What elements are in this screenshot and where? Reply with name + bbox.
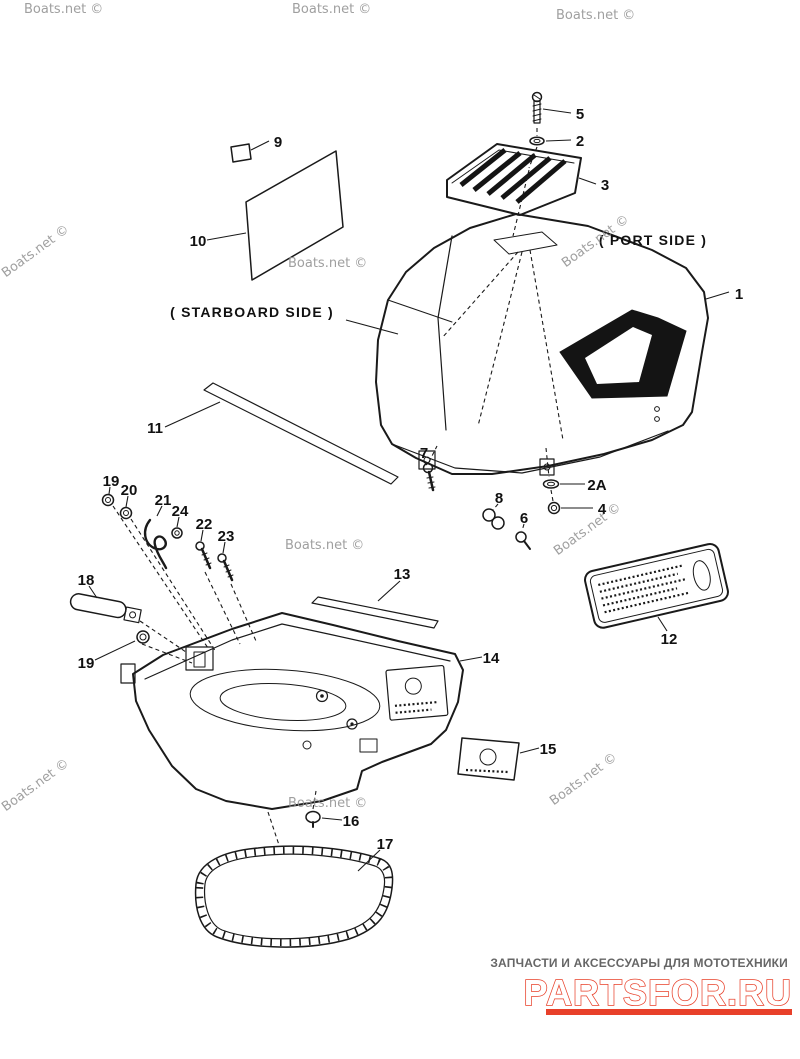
part-callout-22: 22 — [196, 516, 213, 533]
part-callout-12: 12 — [661, 631, 678, 648]
hook-21 — [143, 518, 168, 570]
handle-18 — [69, 593, 142, 624]
part-callout-17: 17 — [377, 836, 394, 853]
part-callout-13: 13 — [394, 566, 411, 583]
washer-2a — [542, 479, 560, 489]
nut-24 — [171, 527, 183, 539]
part-callout-4: 4 — [598, 501, 607, 518]
grommet-8 — [482, 508, 505, 530]
nut-19-lower — [136, 630, 150, 644]
nut-20 — [119, 506, 133, 520]
part-callouts: 1 2 2A 3 4 5 6 7 8 9 10 11 12 13 14 15 1… — [78, 106, 744, 853]
decal-strip-11 — [203, 382, 399, 485]
part-callout-16: 16 — [343, 813, 360, 830]
part-callout-9: 9 — [274, 134, 282, 151]
part-callout-11: 11 — [147, 420, 163, 437]
part-callout-23: 23 — [218, 528, 235, 545]
screw-5 — [531, 91, 543, 124]
plate-15 — [457, 737, 520, 781]
part-callout-15: 15 — [540, 741, 557, 758]
spec-decal-12 — [584, 543, 729, 629]
part-callout-24: 24 — [172, 503, 189, 520]
part-callout-5: 5 — [576, 106, 584, 123]
port-side-label: ( PORT SIDE ) — [599, 232, 707, 248]
partsfor-logo-text: PARTSFOR.RU — [524, 974, 792, 1013]
nut-4 — [547, 501, 561, 515]
part-callout-10: 10 — [190, 233, 207, 250]
partsfor-logo-underline — [546, 1009, 792, 1015]
decal-10 — [245, 150, 344, 281]
part-callout-1: 1 — [735, 286, 743, 303]
clip-6 — [515, 531, 531, 550]
assembly-dashed-lines — [112, 128, 564, 846]
starboard-side-label: ( STARBOARD SIDE ) — [170, 304, 334, 320]
bolt-7 — [422, 462, 436, 492]
part-callout-19-upper: 19 — [103, 473, 120, 490]
nut-19-upper — [101, 493, 115, 507]
part-callout-3: 3 — [601, 177, 609, 194]
part-callout-2: 2 — [576, 133, 584, 150]
part-callout-19-lower: 19 — [78, 655, 95, 672]
footer-tagline: ЗАПЧАСТИ И АКСЕССУАРЫ ДЛЯ МОТОТЕХНИКИ — [490, 956, 788, 970]
part-callout-18: 18 — [78, 572, 95, 589]
part-callout-20: 20 — [121, 482, 138, 499]
washer-2 — [529, 136, 545, 146]
part-callout-7: 7 — [420, 445, 428, 462]
part-callout-2a: 2A — [587, 477, 606, 494]
part-callout-21: 21 — [155, 492, 172, 509]
bolt-22 — [195, 541, 212, 570]
bottom-cowl-14 — [120, 612, 464, 810]
part-callout-6: 6 — [520, 510, 528, 527]
rivet-16 — [305, 810, 321, 828]
gasket-17 — [194, 845, 394, 948]
part-callout-8: 8 — [495, 490, 503, 507]
seal-strip-13 — [311, 596, 439, 629]
top-cover-3 — [446, 143, 582, 216]
clip-9 — [230, 143, 252, 163]
bolt-23 — [217, 553, 234, 582]
engine-cover-1 — [375, 213, 709, 476]
part-callout-14: 14 — [483, 650, 500, 667]
leader-lines — [88, 108, 730, 872]
partsfor-logo: PARTSFOR.RU — [523, 974, 792, 1015]
